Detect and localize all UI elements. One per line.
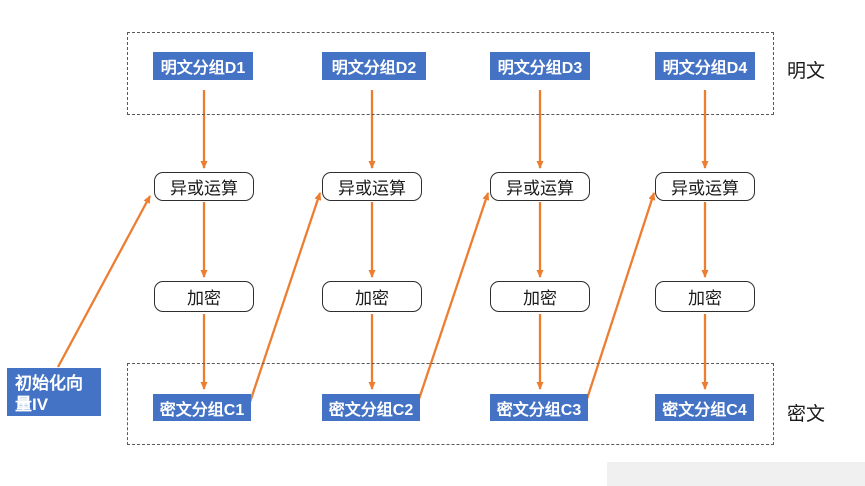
xor-node-3: 异或运算: [490, 172, 590, 201]
plaintext-block-d4: 明文分组D4: [655, 52, 755, 80]
encrypt-node-1: 加密: [154, 281, 254, 312]
plaintext-block-d2: 明文分组D2: [322, 52, 426, 80]
plaintext-block-d3: 明文分组D3: [490, 52, 590, 80]
ciphertext-block-c3: 密文分组C3: [490, 394, 588, 421]
plaintext-block-d1: 明文分组D1: [153, 52, 253, 80]
xor-node-2: 异或运算: [322, 172, 422, 201]
xor-node-1: 异或运算: [154, 172, 254, 201]
ciphertext-block-c2: 密文分组C2: [322, 394, 420, 421]
iv-box: 初始化向量IV: [7, 368, 101, 416]
background-gray-bar: [607, 462, 865, 486]
ciphertext-block-c1: 密文分组C1: [153, 394, 251, 421]
ciphertext-section-label: 密文: [787, 404, 826, 425]
ciphertext-block-c4: 密文分组C4: [655, 394, 754, 421]
encrypt-node-2: 加密: [322, 281, 422, 312]
ciphertext-group-box: [127, 363, 774, 445]
plaintext-section-label: 明文: [787, 61, 826, 82]
arrow-iv-to-xor1: [56, 195, 152, 368]
encrypt-node-3: 加密: [490, 281, 590, 312]
encrypt-node-4: 加密: [655, 281, 755, 312]
xor-node-4: 异或运算: [655, 172, 755, 201]
plaintext-group-box: [127, 32, 774, 115]
